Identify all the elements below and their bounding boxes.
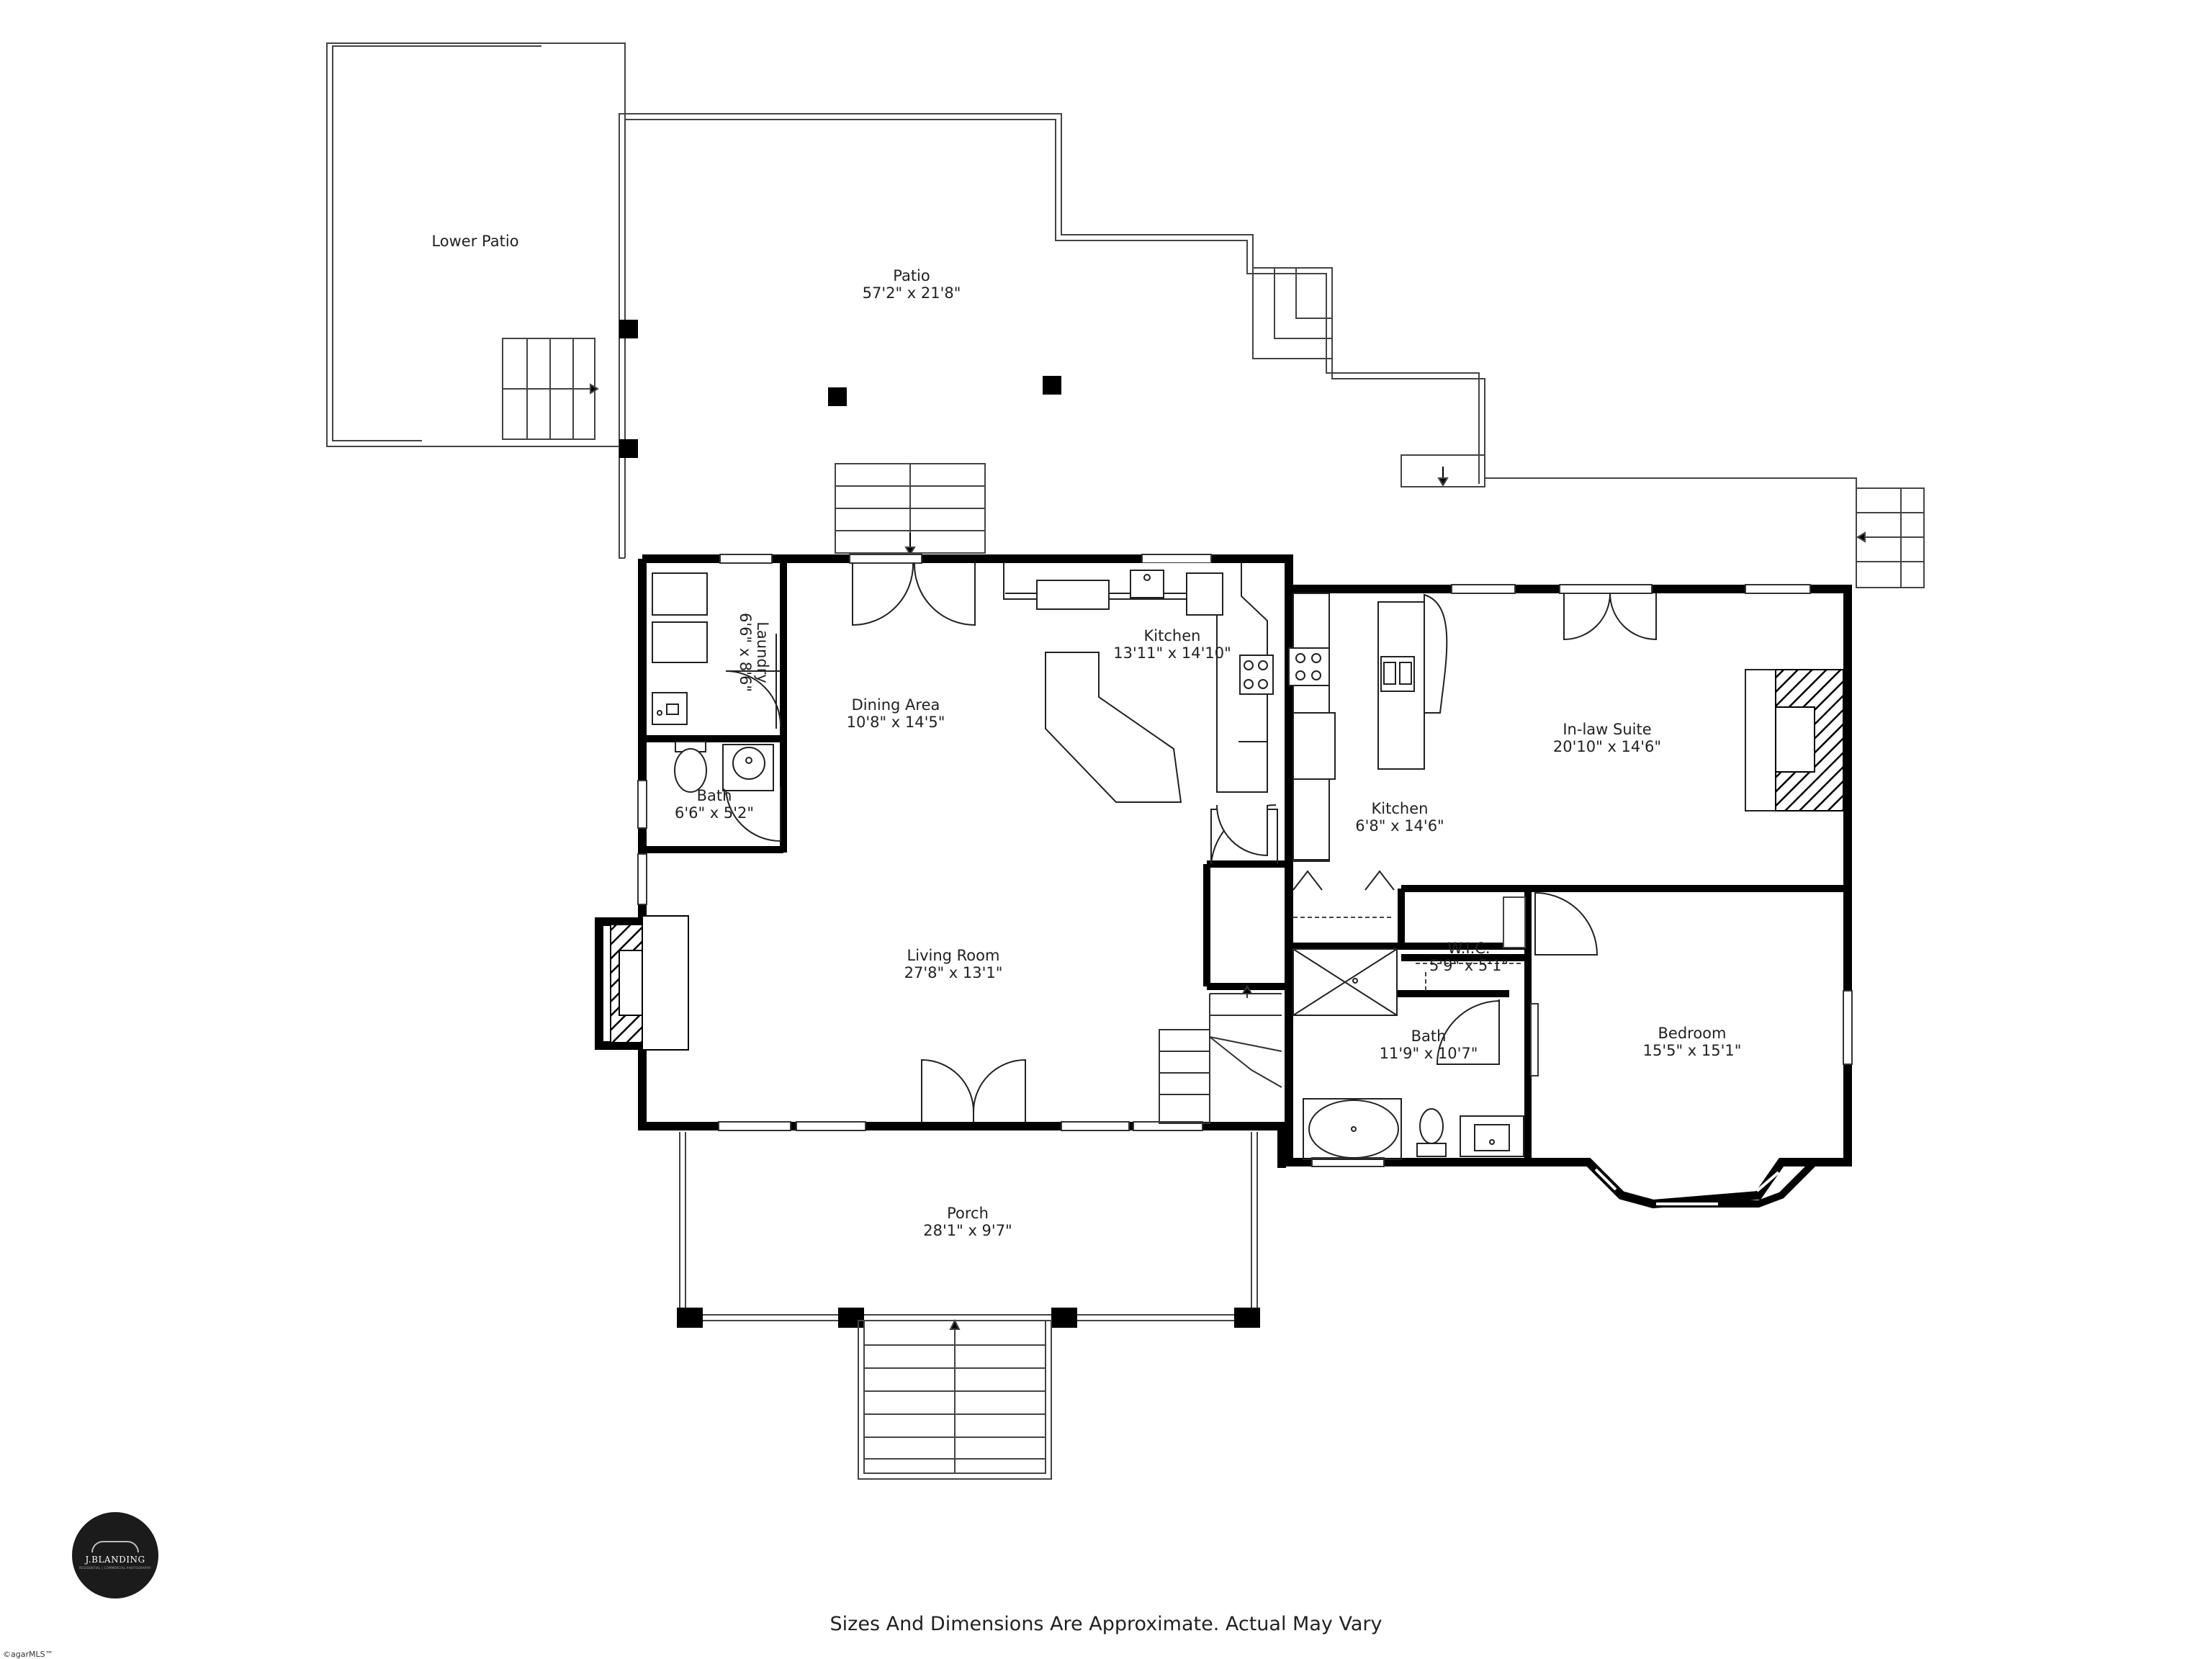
label-master-bath-dims: 11'9" x 10'7" xyxy=(1380,1045,1478,1062)
logo-name: J.BLANDING xyxy=(85,1555,145,1565)
fireplace-inlaw xyxy=(1745,669,1844,811)
bay-window-glass xyxy=(1594,1168,1780,1205)
label-living-name: Living Room xyxy=(907,947,1000,964)
label-kitchen-main-dims: 13'11" x 14'10" xyxy=(1113,644,1231,662)
label-patio-name: Patio xyxy=(893,267,930,284)
patio-step-small xyxy=(1401,454,1485,487)
photographer-logo: J.BLANDING RESIDENTIAL | COMMERCIAL PHOT… xyxy=(72,1512,158,1599)
label-porch-dims: 28'1" x 9'7" xyxy=(923,1222,1012,1239)
patio-side-stairs xyxy=(1252,267,1333,359)
label-master-bath-name: Bath xyxy=(1411,1028,1447,1045)
label-living-dims: 27'8" x 13'1" xyxy=(904,964,1003,981)
wic-shelving xyxy=(1293,896,1526,992)
label-kitchen-main-name: Kitchen xyxy=(1144,627,1201,644)
label-bedroom-name: Bedroom xyxy=(1658,1025,1727,1042)
label-inlaw-dims: 20'10" x 14'6" xyxy=(1553,738,1661,755)
dimensions-disclaimer: Sizes And Dimensions Are Approximate. Ac… xyxy=(830,1613,1382,1635)
inlaw-kitchen-fixtures xyxy=(1288,593,1448,862)
interior-walls xyxy=(642,559,1848,1162)
label-half-bath-dims: 6'6" x 5'2" xyxy=(675,804,754,822)
shower xyxy=(1292,948,1398,1016)
label-laundry-dims: 6'6" x 8'6" xyxy=(737,613,754,692)
house-roof-icon xyxy=(91,1541,139,1552)
patio-outline xyxy=(619,113,1857,588)
label-wic-name: W.I.C. xyxy=(1447,940,1490,957)
label-porch-name: Porch xyxy=(947,1205,989,1222)
east-stairs xyxy=(1856,487,1925,588)
label-half-bath-name: Bath xyxy=(697,787,732,804)
label-kitchen-inlaw-name: Kitchen xyxy=(1372,800,1429,817)
laundry-fixtures xyxy=(652,572,777,729)
patio-stairs xyxy=(835,463,986,556)
porch-stairs xyxy=(858,1318,1052,1480)
mls-watermark: ©agarMLS™ xyxy=(3,1650,53,1659)
porch-posts xyxy=(677,1308,1260,1328)
label-lower-patio: Lower Patio xyxy=(431,233,518,250)
interior-stairs xyxy=(1159,985,1282,1124)
label-wic-dims: 5'9" x 5'1" xyxy=(1429,957,1509,974)
logo-tagline: RESIDENTIAL | COMMERCIAL PHOTOGRAPHY xyxy=(79,1566,151,1570)
label-bedroom-dims: 15'5" x 15'1" xyxy=(1643,1042,1742,1059)
fireplace-living xyxy=(610,915,689,1051)
label-inlaw-name: In-law Suite xyxy=(1563,721,1651,738)
label-laundry-name: Laundry xyxy=(754,621,771,683)
label-kitchen-inlaw-dims: 6'8" x 14'6" xyxy=(1355,817,1444,835)
label-dining-name: Dining Area xyxy=(852,696,940,714)
room-labels: Lower Patio Patio 57'2" x 21'8" Laundry … xyxy=(431,233,1741,1239)
label-patio-dims: 57'2" x 21'8" xyxy=(863,284,961,302)
windows xyxy=(637,554,1853,1167)
master-bath-fixtures xyxy=(1303,1098,1524,1160)
label-dining-dims: 10'8" x 14'5" xyxy=(847,714,945,731)
kitchen-counters xyxy=(1003,563,1274,857)
half-bath-fixtures xyxy=(674,741,774,793)
lower-patio-stairs xyxy=(502,338,599,440)
patio-posts xyxy=(619,320,1061,458)
